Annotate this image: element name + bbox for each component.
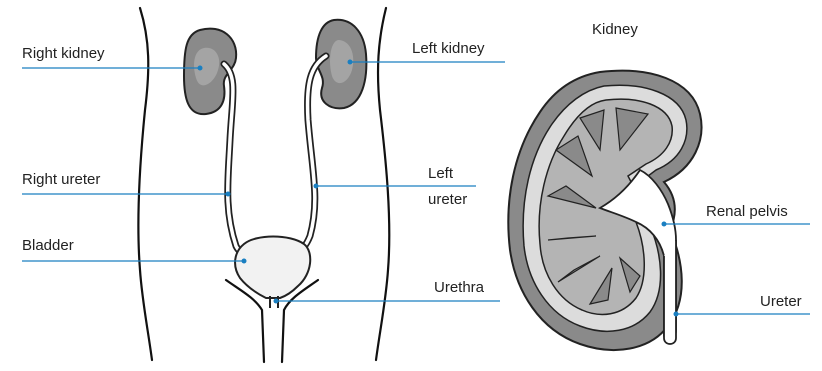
ureter-tube: [664, 240, 676, 344]
label-bladder: Bladder: [22, 236, 74, 255]
label-urethra: Urethra: [434, 278, 484, 297]
body-left-contour: [138, 8, 152, 360]
label-renal-pelvis: Renal pelvis: [706, 202, 788, 221]
label-left-ureter-line2: ureter: [428, 190, 467, 209]
label-right-kidney: Right kidney: [22, 44, 105, 63]
label-left-kidney: Left kidney: [412, 39, 485, 58]
left-kidney-shape: [316, 20, 366, 108]
bladder-shape: [235, 237, 310, 299]
label-kidney-title: Kidney: [592, 20, 638, 39]
label-left-ureter-line1: Left: [428, 164, 453, 183]
body-right-contour: [376, 8, 389, 360]
label-right-ureter: Right ureter: [22, 170, 100, 189]
kidney-cross-section-icon: [508, 71, 701, 350]
label-ureter: Ureter: [760, 292, 802, 311]
